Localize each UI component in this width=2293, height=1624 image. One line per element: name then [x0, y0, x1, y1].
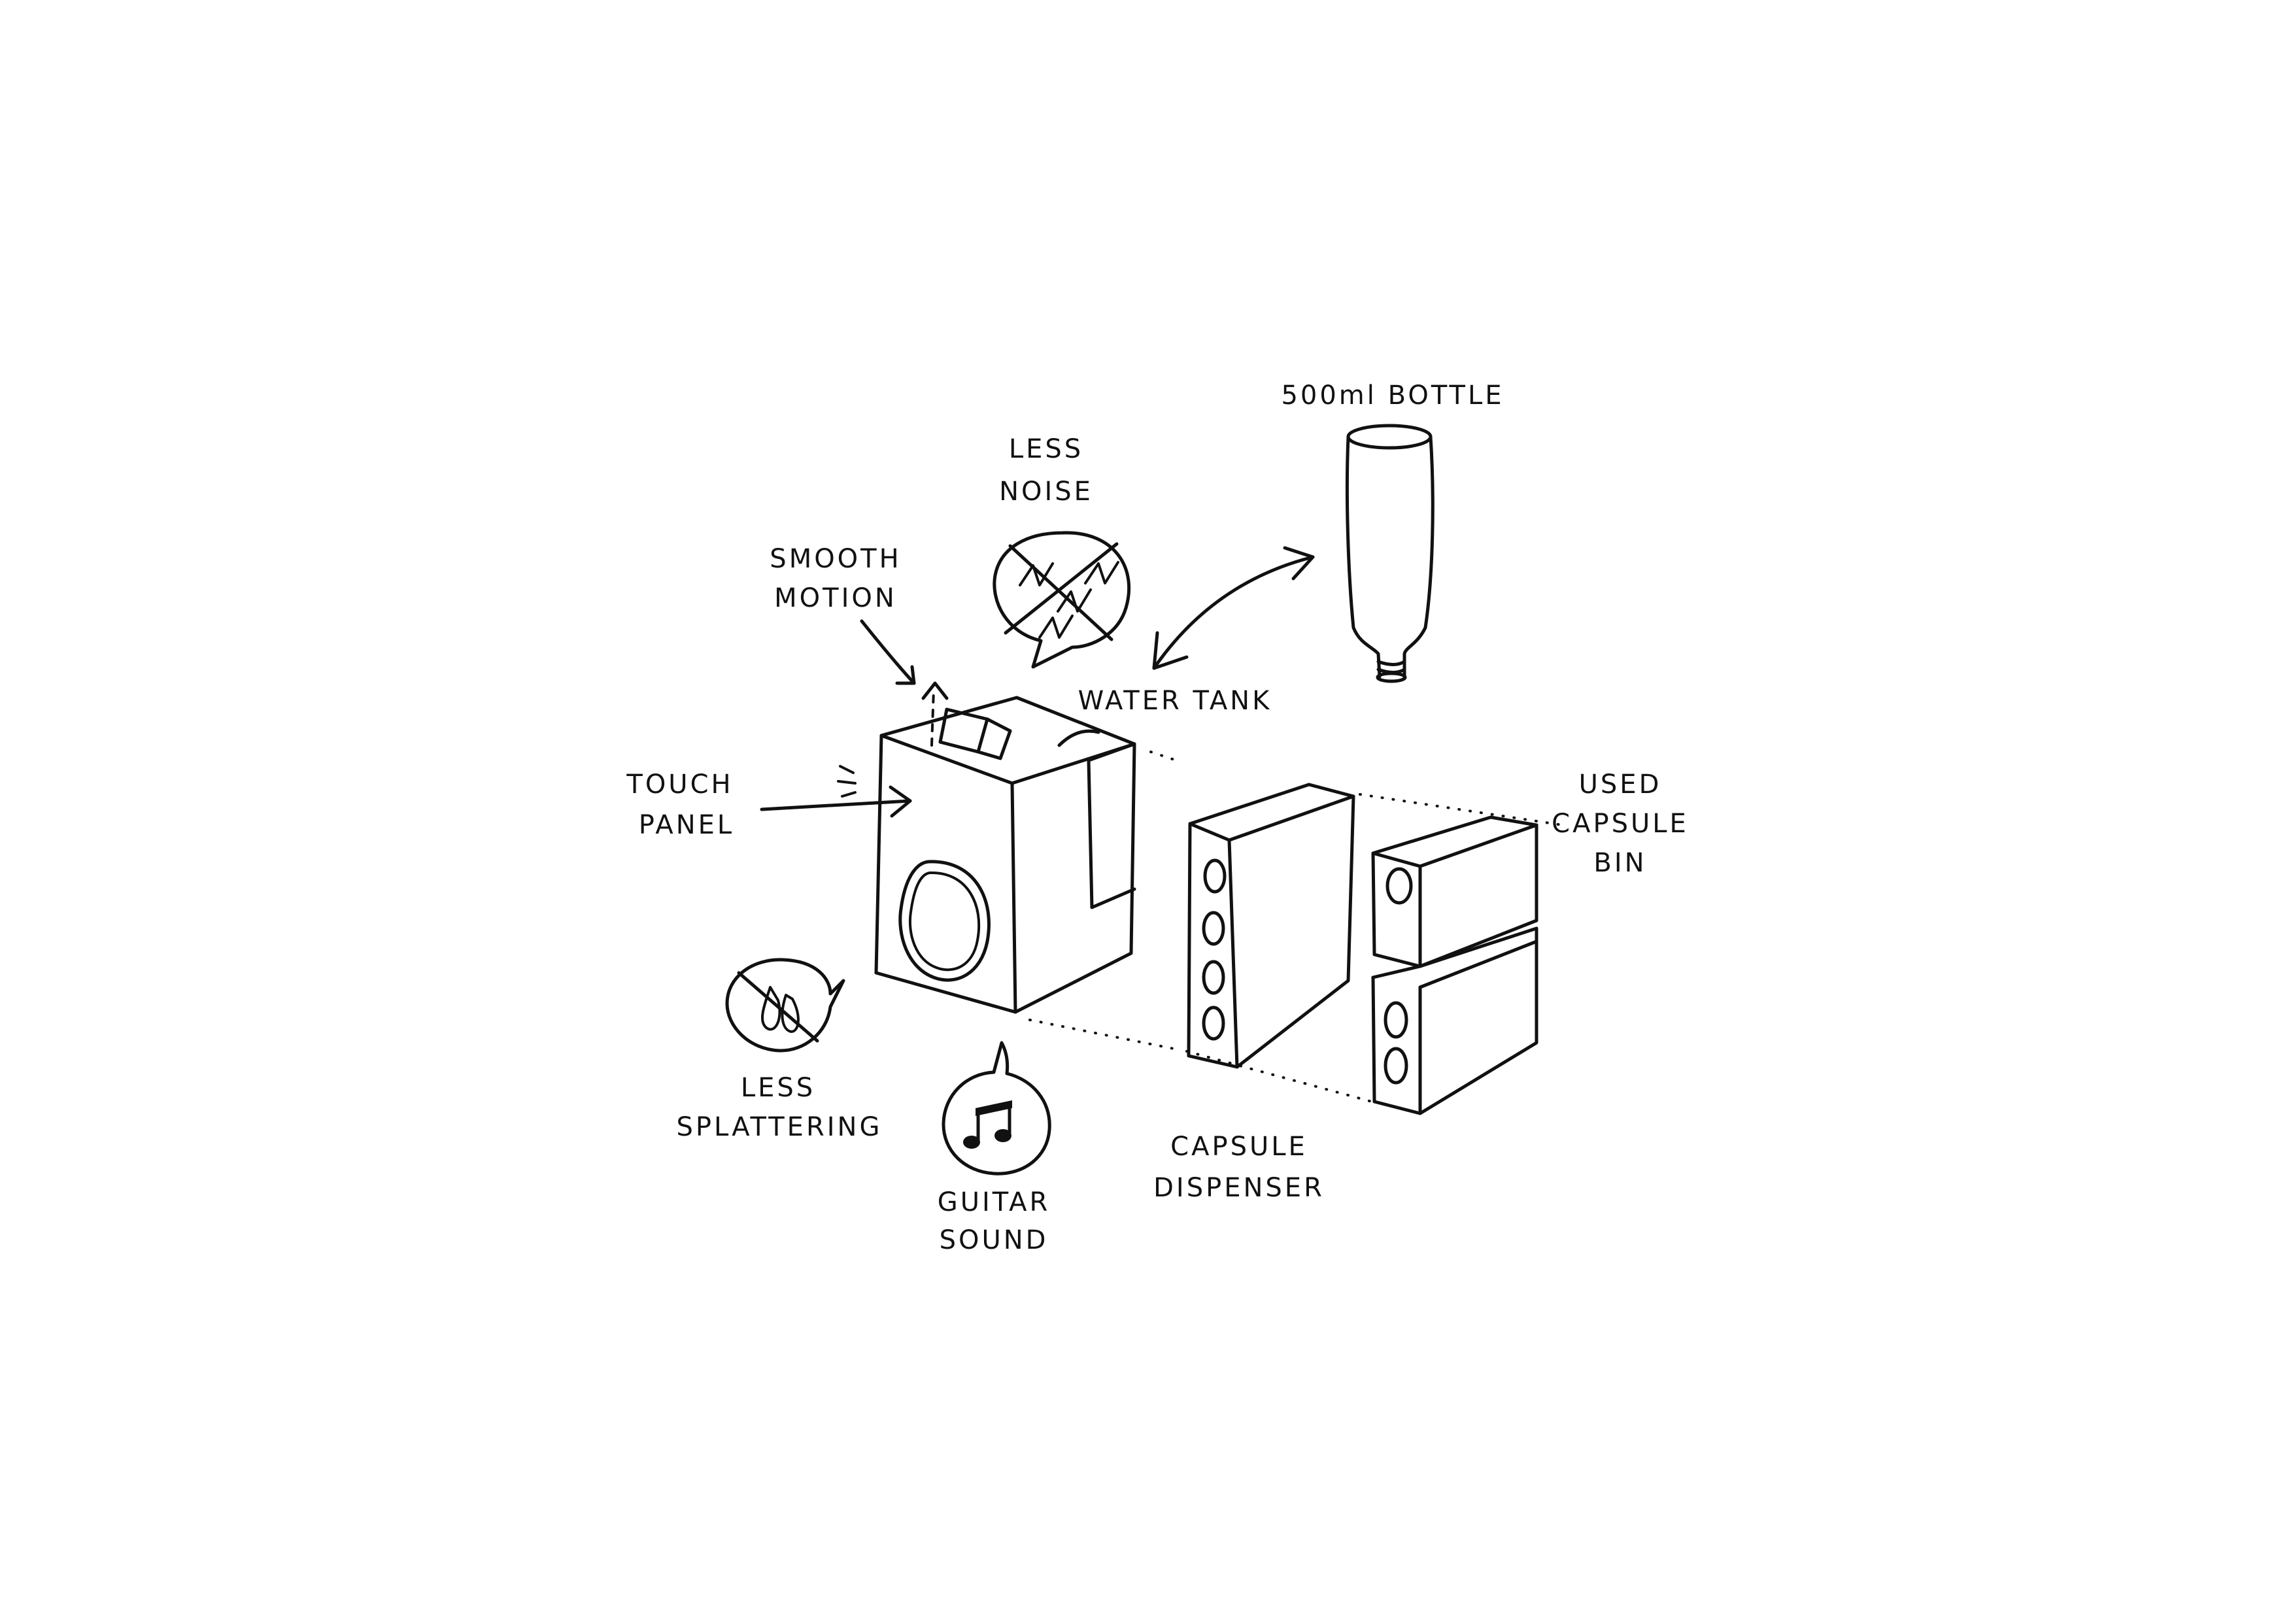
exploded-view-guides — [1028, 751, 1564, 1103]
label-capsule-dispenser: CAPSULE DISPENSER — [1153, 1132, 1325, 1203]
used-capsule-bin — [1371, 815, 1538, 1115]
label-bottle: 500ml BOTTLE — [1281, 381, 1504, 411]
label-smooth-motion: SMOOTH MOTION — [770, 544, 901, 613]
label-smooth-motion-line2: MOTION — [774, 583, 897, 613]
label-guitar-line1: GUITAR — [938, 1187, 1051, 1217]
coffee-machine-body — [874, 696, 1136, 1014]
label-bin-line1: USED — [1579, 770, 1662, 800]
bottle-to-tank-arrow — [1152, 546, 1315, 670]
touch-panel-arrow — [760, 765, 912, 818]
label-less-noise-line2: NOISE — [999, 477, 1093, 507]
label-touch-panel: TOUCH PANEL — [626, 770, 734, 840]
drip-window — [898, 860, 991, 982]
capsule-dispenser — [1187, 783, 1355, 1069]
label-water-tank: WATER TANK — [1078, 686, 1272, 716]
label-guitar-sound: GUITAR SOUND — [938, 1187, 1051, 1255]
label-smooth-motion-line1: SMOOTH — [770, 544, 901, 574]
label-dispenser-line1: CAPSULE — [1170, 1132, 1308, 1162]
label-less-noise-line1: LESS — [1009, 434, 1083, 464]
label-water-tank-text: WATER TANK — [1078, 686, 1272, 716]
label-used-capsule-bin: USED CAPSULE BIN — [1552, 770, 1689, 878]
label-splatter-line1: LESS — [741, 1073, 815, 1103]
label-less-noise: LESS NOISE — [999, 434, 1093, 507]
label-splatter-line2: SPLATTERING — [677, 1112, 883, 1142]
label-less-splattering: LESS SPLATTERING — [677, 1073, 883, 1142]
label-guitar-line2: SOUND — [940, 1225, 1049, 1255]
music-note-icon — [942, 1041, 1051, 1176]
label-bin-line2: CAPSULE — [1552, 809, 1689, 839]
smooth-motion-lever — [938, 707, 1012, 760]
no-splatter-icon — [725, 958, 845, 1053]
label-touch-panel-line2: PANEL — [639, 810, 734, 840]
bottle-icon — [1345, 424, 1435, 683]
no-noise-icon — [993, 531, 1131, 669]
dispenser-capsule-slots — [1202, 858, 1227, 1041]
label-touch-panel-line1: TOUCH — [626, 770, 733, 800]
label-bin-line3: BIN — [1593, 848, 1646, 878]
label-dispenser-line2: DISPENSER — [1153, 1173, 1325, 1203]
label-bottle-text: 500ml BOTTLE — [1281, 381, 1504, 411]
smooth-motion-arrow — [860, 619, 949, 747]
